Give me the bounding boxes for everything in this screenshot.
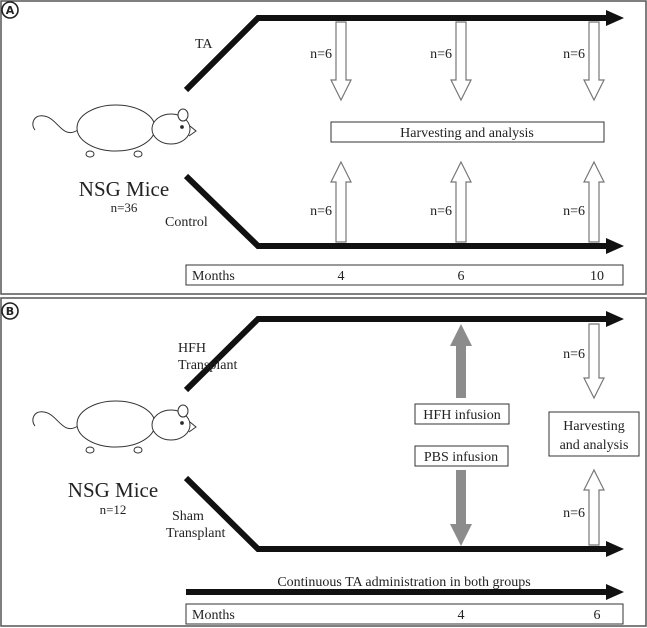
panel-a-badge: A: [1, 1, 19, 19]
pbs-infusion-label: PBS infusion: [424, 450, 498, 465]
panel-a-tick-10: 10: [590, 269, 604, 284]
panel-b-mice-count: n=12: [100, 502, 127, 517]
harvest-arrow-down-b: [583, 323, 605, 400]
panel-b-tick-6: 6: [594, 608, 601, 623]
panel-b-harvest-label-2: and analysis: [560, 438, 629, 453]
panel-b-tick-4: 4: [458, 608, 465, 623]
panel-b-mice-title: NSG Mice: [68, 478, 158, 502]
panel-a-harvest-box: [330, 121, 605, 143]
group-sham-label-2: Transplant: [166, 526, 225, 541]
ta-branch-line: [183, 15, 608, 93]
panel-b-timeline-box: [185, 603, 624, 625]
panel-a-tick-6: 6: [458, 269, 465, 284]
harvest-arrow-down-10: [583, 21, 605, 102]
group-hfh-label-1: HFH: [178, 341, 206, 356]
mouse-icon-a: [32, 104, 197, 158]
panel-b-letter: B: [6, 305, 14, 318]
group-ta-label: TA: [195, 37, 213, 52]
panel-b-harvest-box: [548, 411, 640, 457]
harvest-arrow-up-6: [450, 160, 472, 243]
mouse-icon-b: [32, 400, 197, 454]
control-n-label-10: n=6: [563, 204, 585, 219]
panel-b-frame: [0, 297, 647, 627]
continuous-ta-label: Continuous TA administration in both gro…: [277, 575, 530, 590]
hfh-branch-arrowhead: [606, 311, 624, 327]
control-n-label-6: n=6: [430, 204, 452, 219]
panel-a-tick-4: 4: [338, 269, 345, 284]
harvest-arrow-down-4: [330, 21, 352, 102]
panel-a-letter: A: [6, 4, 15, 17]
harvest-arrow-up-b: [583, 468, 605, 546]
group-control-label: Control: [165, 215, 208, 230]
sham-n-label: n=6: [563, 506, 585, 521]
hfh-infusion-box: [414, 403, 510, 425]
group-hfh-label-2: Transplant: [178, 358, 237, 373]
panel-b-badge: B: [1, 302, 19, 320]
ta-n-label-6: n=6: [430, 47, 452, 62]
hfh-branch-line: [183, 316, 608, 393]
harvest-arrow-down-6: [450, 21, 472, 102]
panel-a-timeline-label: Months: [192, 269, 235, 284]
hfh-n-label: n=6: [563, 347, 585, 362]
hfh-infusion-label: HFH infusion: [423, 408, 500, 423]
ta-n-label-4: n=6: [310, 47, 332, 62]
panel-a-timeline-box: [185, 264, 624, 286]
ta-n-label-10: n=6: [563, 47, 585, 62]
panel-a-mice-title: NSG Mice: [79, 177, 169, 201]
infusion-double-arrow: [450, 324, 472, 546]
harvest-arrow-up-10: [583, 160, 605, 243]
group-sham-label-1: Sham: [172, 509, 204, 524]
control-branch-arrowhead: [606, 238, 624, 254]
control-branch-line: [183, 173, 608, 249]
control-n-label-4: n=6: [310, 204, 332, 219]
panel-a-frame: [0, 0, 647, 295]
panel-a-mice-count: n=36: [111, 200, 138, 215]
ta-branch-arrowhead: [606, 10, 624, 26]
harvest-arrow-up-4: [330, 160, 352, 243]
pbs-infusion-box: [414, 445, 509, 467]
sham-branch-line: [183, 475, 608, 552]
sham-branch-arrowhead: [606, 541, 624, 557]
panel-b-timeline-label: Months: [192, 608, 235, 623]
panel-a-harvest-label: Harvesting and analysis: [400, 126, 534, 141]
panel-b-harvest-label-1: Harvesting: [563, 419, 624, 434]
continuous-ta-arrowhead: [606, 584, 624, 600]
